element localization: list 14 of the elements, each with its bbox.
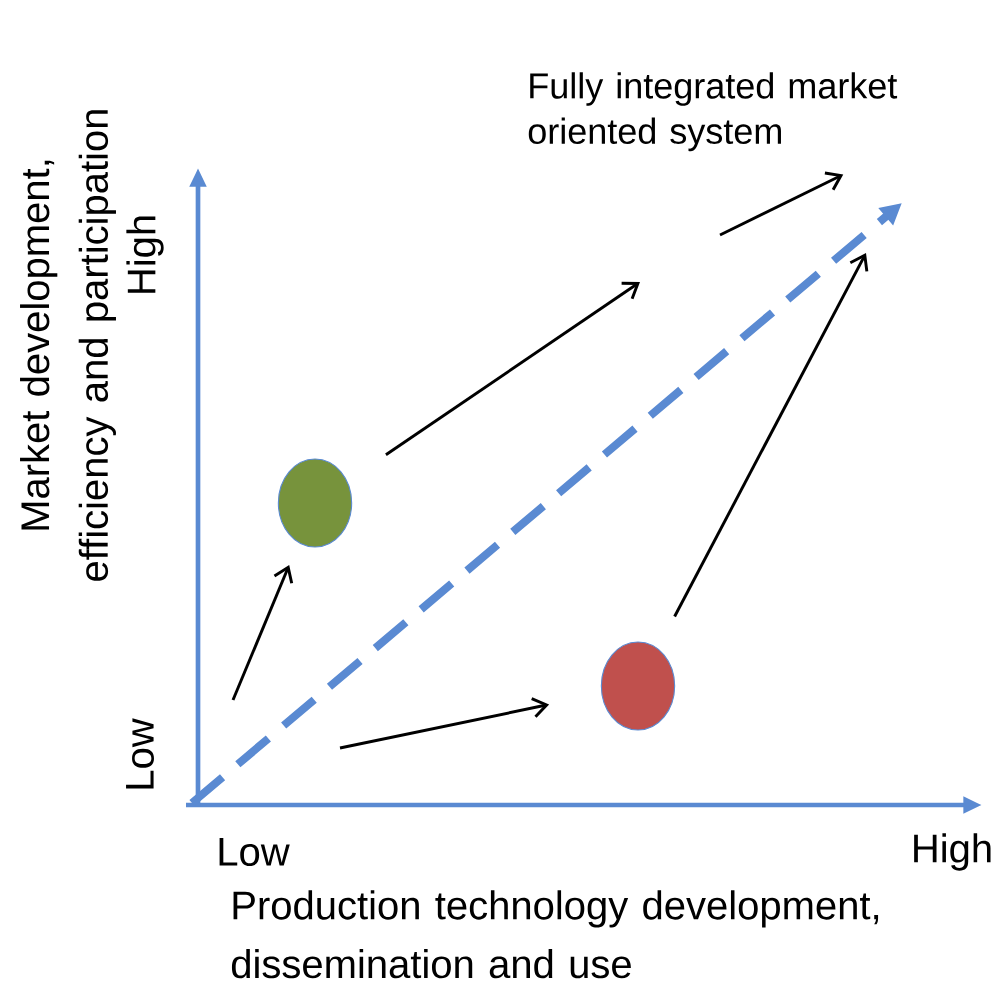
ellipse-marker	[277, 458, 353, 548]
axis-value: High	[126, 216, 164, 293]
axis-title: Production technology development, dissemination and use	[231, 890, 879, 979]
ellipse-marker	[600, 641, 676, 731]
arrow	[673, 253, 869, 618]
axis-value: Low	[126, 718, 154, 789]
arrow	[719, 171, 844, 237]
arrow	[339, 697, 550, 750]
axis-title: Market development, efficiency and participation	[20, 110, 116, 581]
axis-value: Low	[219, 838, 290, 866]
arrow	[231, 565, 294, 701]
arrow	[385, 281, 640, 456]
caption-text: Fully integrated market oriented system	[528, 72, 898, 152]
axis-value: High	[914, 833, 991, 871]
